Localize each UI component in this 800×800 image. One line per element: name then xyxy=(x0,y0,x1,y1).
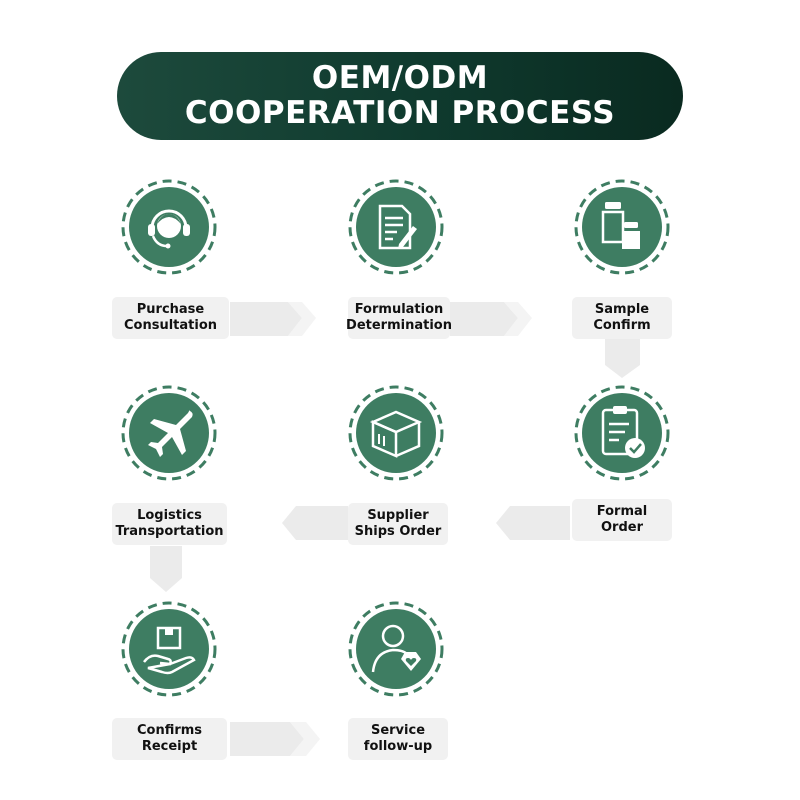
sample-confirm-node xyxy=(573,178,671,280)
purchase-consultation-node xyxy=(120,178,218,280)
title-line-2: COOPERATION PROCESS xyxy=(184,95,616,131)
step-label-6: Logistics Transportation xyxy=(112,503,227,545)
row1-connector xyxy=(230,302,532,336)
hand-box-icon xyxy=(121,601,217,697)
step-label-1: Purchase Consultation xyxy=(112,297,229,339)
supplier-ships-order-node xyxy=(347,384,445,486)
row2-row3-connector xyxy=(150,546,182,592)
airplane-icon xyxy=(121,385,217,481)
document-pen-icon xyxy=(348,179,444,275)
row3-connector xyxy=(230,722,320,756)
bottles-icon xyxy=(574,179,670,275)
service-follow-up-node xyxy=(347,600,445,702)
step-label-2: Formulation Determination xyxy=(346,297,452,339)
step-label-7: Confirms Receipt xyxy=(112,718,227,760)
clipboard-check-icon xyxy=(574,385,670,481)
formal-order-node xyxy=(573,384,671,486)
formulation-determination-node xyxy=(347,178,445,280)
step-label-4: Formal Order xyxy=(572,499,672,541)
step-label-3: Sample Confirm xyxy=(572,297,672,339)
title-line-1: OEM/ODM xyxy=(311,60,489,96)
row1-row2-connector xyxy=(605,338,640,378)
title-banner: OEM/ODM COOPERATION PROCESS xyxy=(117,52,683,140)
person-heart-icon xyxy=(348,601,444,697)
box-icon xyxy=(348,385,444,481)
headset-person-icon xyxy=(121,179,217,275)
step-label-8: Service follow-up xyxy=(348,718,448,760)
logistics-transportation-node xyxy=(120,384,218,486)
row2-connector xyxy=(282,506,570,540)
step-label-5: Supplier Ships Order xyxy=(348,503,448,545)
confirms-receipt-node xyxy=(120,600,218,702)
